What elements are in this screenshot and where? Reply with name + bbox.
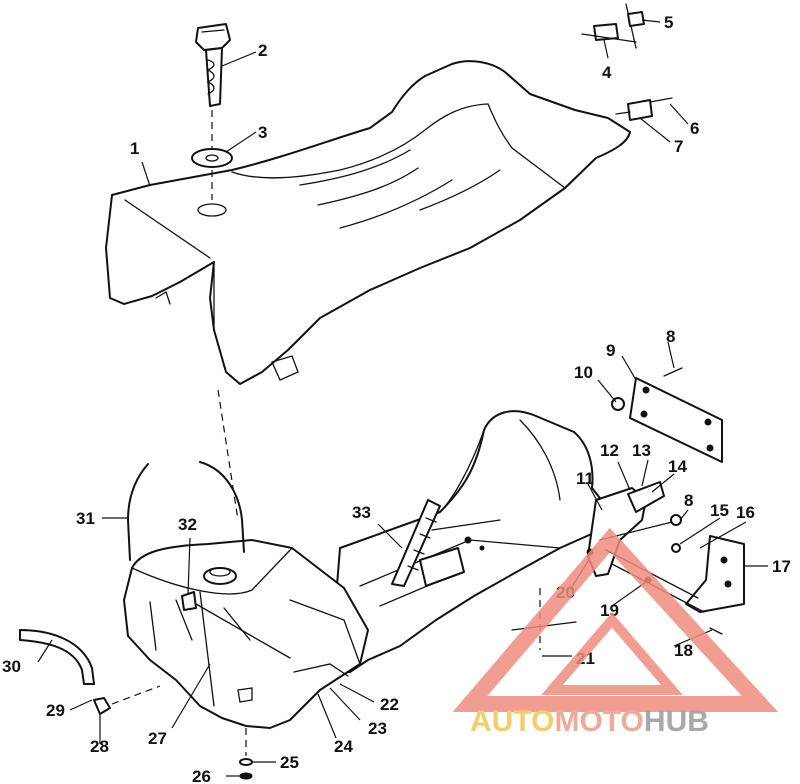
vent-hose-right [199, 461, 245, 553]
callout-13: 13 [632, 441, 651, 460]
callout-28: 28 [90, 737, 109, 756]
callout-12: 12 [600, 441, 619, 460]
callout-labels: 1 2 3 4 5 6 7 8 8 9 10 11 12 13 14 15 16… [2, 13, 791, 784]
callout-4: 4 [602, 63, 612, 82]
callout-2: 2 [258, 41, 267, 60]
callout-31: 31 [76, 509, 95, 528]
callout-14: 14 [668, 457, 687, 476]
callout-9: 9 [606, 341, 615, 360]
callout-26: 26 [192, 767, 211, 784]
callout-18: 18 [674, 641, 693, 660]
callout-22: 22 [380, 695, 399, 714]
callout-25: 25 [280, 753, 299, 772]
callout-33: 33 [352, 503, 371, 522]
watermark-text: AUTOMOTOHUB [470, 705, 709, 738]
callout-3: 3 [258, 123, 267, 142]
watermark-triangle-icon [452, 527, 779, 712]
watermark-text-moto: MOTO [554, 705, 643, 738]
alignment-line [211, 110, 239, 521]
seat [105, 60, 631, 385]
rear-bracket [586, 481, 745, 635]
leader-lines [37, 19, 768, 777]
callout-11: 11 [576, 469, 594, 488]
rear-body [329, 410, 611, 673]
callout-15: 15 [710, 501, 729, 520]
washer-25 [239, 758, 253, 766]
callout-1: 1 [130, 139, 139, 158]
callout-7: 7 [674, 137, 683, 156]
callout-24: 24 [334, 737, 353, 756]
license-plate-bracket [611, 367, 723, 463]
fuel-line [19, 629, 95, 685]
callout-8-top: 8 [666, 327, 675, 346]
fuel-cap [195, 23, 231, 107]
clip-6-7 [615, 97, 673, 121]
watermark-logo [452, 527, 779, 712]
watermark-text-auto: AUTO [470, 705, 554, 738]
callout-6: 6 [690, 119, 699, 138]
watermark-inner-triangle-icon [541, 612, 683, 695]
callout-17: 17 [772, 557, 791, 576]
callout-5: 5 [664, 13, 673, 32]
callout-29: 29 [46, 701, 65, 720]
callout-8-mid: 8 [684, 491, 693, 510]
callout-27: 27 [148, 729, 167, 748]
callout-23: 23 [368, 719, 387, 738]
callout-30: 30 [2, 657, 21, 676]
callout-10: 10 [574, 363, 593, 382]
hose-33 [391, 499, 441, 587]
vent-hose-left [126, 463, 149, 561]
callout-32: 32 [178, 515, 197, 534]
bracket-4-5 [581, 3, 645, 49]
fuel-tank [123, 539, 369, 729]
nut-26 [239, 772, 253, 780]
callout-16: 16 [736, 503, 755, 522]
watermark-text-hub: HUB [644, 705, 709, 738]
elbow-fitting [93, 697, 111, 715]
